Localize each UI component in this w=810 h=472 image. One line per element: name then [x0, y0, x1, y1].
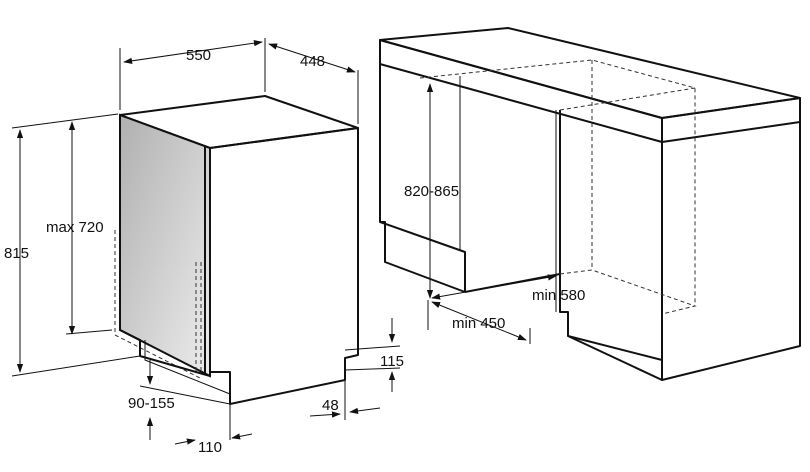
left-cabinet-plinth: [380, 221, 466, 293]
niche-floor-dash: [559, 269, 697, 315]
niche-back-dash: [419, 59, 696, 306]
countertop-side: [661, 97, 801, 143]
dim-plinth: 110: [174, 404, 253, 456]
label-depth: 448: [300, 53, 325, 70]
dim-depth: 448: [268, 43, 359, 124]
label-foot-width: 48: [322, 397, 339, 414]
label-foot-height: 115: [380, 353, 404, 370]
right-cabinet-side: [661, 122, 801, 381]
right-cabinet-front: [559, 110, 663, 361]
plinth-line: [119, 329, 211, 377]
label-height: 815: [4, 245, 29, 262]
dishwasher-unit: [114, 95, 359, 405]
dim-width: 550: [119, 38, 266, 110]
door-adjust-dash: [114, 230, 201, 379]
dim-niche-width: min 450: [427, 300, 531, 344]
right-plinth-bottom: [567, 335, 663, 381]
label-width: 550: [186, 47, 211, 64]
dim-height: 815: [4, 113, 141, 377]
label-niche-width: min 450: [452, 315, 505, 332]
dim-niche-height: 820-865: [404, 83, 459, 299]
dim-foot-height: 115: [344, 318, 404, 392]
label-niche-height: 820-865: [404, 183, 459, 200]
left-cabinet: [379, 64, 466, 292]
label-adjust: 90-155: [128, 395, 175, 412]
dishwasher-side-face: [209, 127, 359, 405]
label-niche-depth: min 580: [532, 287, 585, 304]
label-plinth: 110: [198, 439, 222, 456]
niche-top-dash: [559, 87, 696, 111]
label-max-height: max 720: [46, 219, 104, 236]
dim-adjust: 90-155: [128, 360, 231, 440]
dim-foot-width: 48: [309, 360, 381, 420]
cabinet-niche: [379, 27, 801, 381]
dim-max-height: max 720: [46, 121, 113, 335]
countertop-top: [379, 27, 801, 119]
plinth-recess: [144, 340, 231, 395]
dim-niche-depth: min 580: [431, 274, 585, 304]
